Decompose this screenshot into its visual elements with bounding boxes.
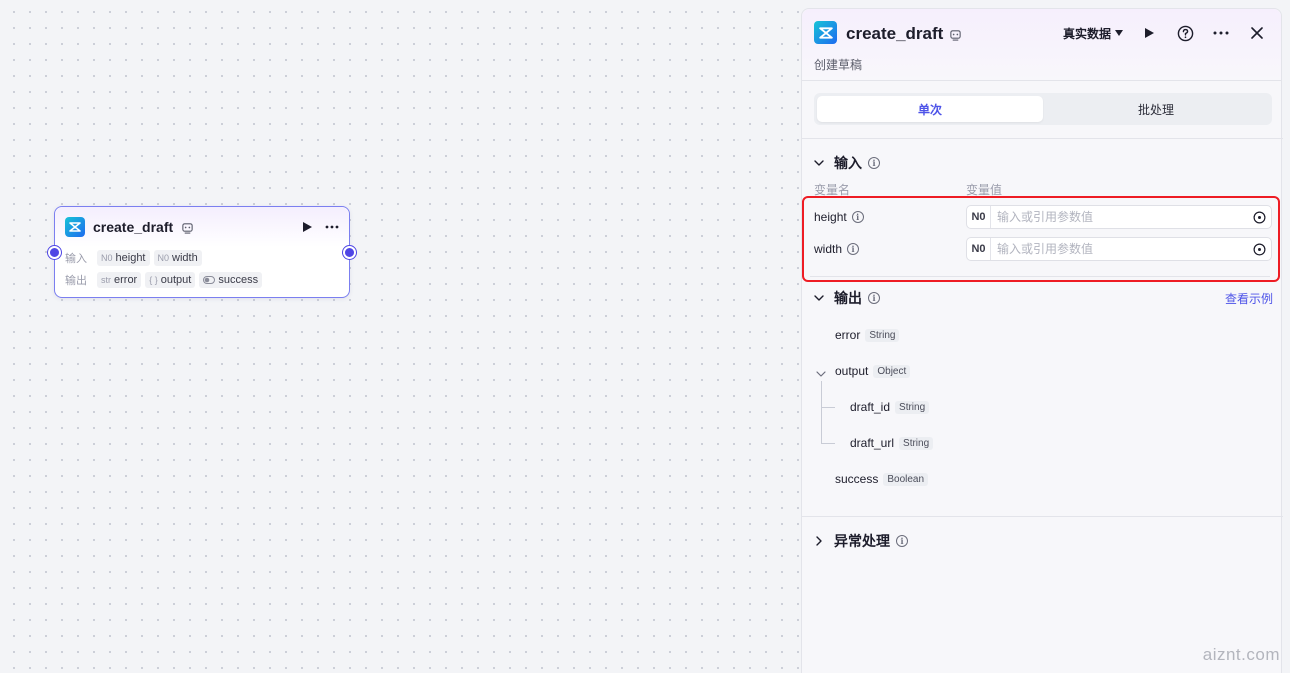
output-field-draft-id: draft_id String (850, 400, 930, 414)
panel-header (802, 9, 1281, 81)
input-section-header[interactable]: 输入 i (814, 153, 880, 173)
width-field[interactable]: N0 (966, 237, 1272, 261)
tree-line (821, 381, 822, 444)
height-input[interactable] (991, 206, 1247, 228)
col-var-value: 变量值 (966, 183, 1003, 197)
variable-reference-button[interactable] (1247, 243, 1271, 256)
var-label-height: height i (814, 209, 864, 225)
node-actions (302, 221, 339, 233)
output-field-error: error String (835, 328, 900, 342)
panel-title: create_draft (846, 24, 944, 43)
error-handling-section-header[interactable]: 异常处理 i (814, 531, 908, 551)
output-section-title: 输出 (834, 290, 862, 306)
tree-line (821, 443, 835, 444)
object-type-icon: { } (149, 275, 158, 285)
highlight-box (802, 196, 1280, 282)
run-mode-tabs: 单次 批处理 (814, 93, 1272, 125)
more-icon (1213, 31, 1229, 35)
run-node-icon[interactable] (302, 221, 313, 233)
help-icon (1177, 25, 1193, 41)
node-config-panel: create_draft 创建草稿 真实数据 单次 批处理 输入 i 变量名 变… (801, 8, 1283, 673)
type-tag: Object (873, 364, 911, 378)
divider (802, 516, 1283, 517)
width-input[interactable] (991, 238, 1247, 260)
app-logo-icon (814, 21, 837, 44)
chevron-right-icon (816, 536, 822, 546)
node-title: create_draft (93, 219, 174, 235)
variable-reference-button[interactable] (1247, 211, 1271, 224)
watermark: aiznt.com (1202, 645, 1280, 664)
node-output-tag: success (199, 272, 263, 288)
more-button[interactable] (1211, 23, 1231, 43)
play-icon (1144, 28, 1154, 38)
string-type-icon: str (101, 275, 111, 285)
divider (802, 138, 1283, 139)
close-button[interactable] (1247, 23, 1267, 43)
more-icon[interactable] (325, 225, 339, 229)
bot-icon (182, 222, 193, 234)
tab-batch[interactable]: 批处理 (1137, 102, 1174, 117)
number-type-icon: N0 (967, 206, 991, 228)
chevron-down-icon (814, 295, 824, 301)
info-icon: i (868, 292, 880, 304)
info-icon: i (847, 243, 860, 255)
height-field[interactable]: N0 (966, 205, 1272, 229)
number-type-icon: N0 (967, 238, 991, 260)
view-example-link[interactable]: 查看示例 (1224, 292, 1273, 306)
node-input-port[interactable] (48, 246, 61, 259)
help-button[interactable] (1175, 23, 1195, 43)
node-input-label: 输入 (65, 253, 87, 265)
tree-line (821, 407, 835, 408)
output-field-draft-url: draft_url String (850, 436, 934, 450)
chevron-down-icon (814, 160, 824, 166)
number-type-icon: N0 (157, 253, 170, 263)
run-button[interactable] (1139, 23, 1159, 43)
type-tag: String (865, 328, 900, 342)
target-icon (1253, 243, 1265, 255)
output-field-success: success Boolean (835, 472, 929, 486)
info-icon: i (896, 535, 908, 547)
input-section-title: 输入 (834, 155, 862, 171)
panel-toolbar: 真实数据 (1063, 23, 1267, 43)
divider (810, 276, 1270, 277)
var-label-width: width i (814, 241, 860, 257)
type-tag: String (895, 400, 930, 414)
app-logo-icon (65, 217, 85, 237)
panel-title-row: create_draft (846, 23, 962, 45)
tab-single[interactable]: 单次 (817, 96, 1043, 122)
caret-down-icon (1115, 30, 1123, 36)
output-section-header[interactable]: 输出 i (814, 288, 880, 308)
toggle-icon (203, 276, 216, 284)
target-icon (1253, 211, 1265, 223)
col-var-name: 变量名 (814, 183, 851, 197)
info-icon: i (868, 157, 880, 169)
type-tag: String (899, 436, 934, 450)
panel-description: 创建草稿 (814, 58, 863, 72)
node-header: create_draft (55, 207, 349, 247)
bot-icon (950, 29, 962, 41)
chevron-down-icon[interactable] (816, 369, 826, 379)
data-source-select[interactable]: 真实数据 (1063, 25, 1123, 42)
node-output-label: 输出 (65, 275, 87, 287)
error-handling-title: 异常处理 (834, 533, 890, 549)
output-field-output: output Object (835, 364, 911, 378)
node-output-tag: { }output (145, 272, 196, 288)
type-tag: Boolean (883, 472, 929, 486)
close-icon (1251, 27, 1263, 39)
node-output-port[interactable] (343, 246, 356, 259)
info-icon: i (851, 211, 864, 223)
number-type-icon: N0 (101, 253, 113, 263)
